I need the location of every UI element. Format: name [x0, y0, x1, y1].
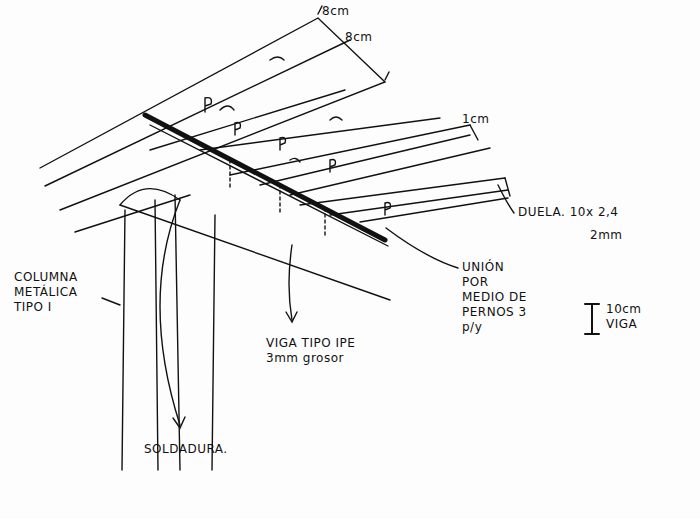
part-name: SOLDADURA. [144, 442, 284, 457]
wood-grain [220, 57, 342, 162]
leader-line [498, 185, 514, 213]
dimension: 8cm [322, 4, 382, 19]
dimension: 10cm VIGA [606, 302, 656, 332]
dimension: 2mm [590, 228, 650, 243]
plank [40, 18, 385, 210]
leader-line [386, 228, 458, 268]
leader-line [102, 298, 120, 305]
dimension: 8cm [345, 30, 405, 45]
part-name: COLUMNA METÁLICA TIPO I [14, 270, 104, 315]
plank-line [45, 40, 350, 186]
connection-note: UNIÓN POR MEDIO DE PERNOS 3 p/y [462, 260, 534, 335]
metal-column [122, 195, 215, 470]
weld-cap [120, 189, 180, 205]
arrowhead [286, 312, 297, 322]
plank [300, 178, 508, 222]
leader-line [160, 200, 180, 425]
leader-line [289, 245, 292, 320]
plank-end [470, 125, 510, 196]
dimension: 1cm [462, 112, 512, 127]
bolt-line [230, 160, 325, 236]
part-name: VIGA TIPO IPE 3mm grosor [266, 336, 386, 366]
bolt-mark [205, 98, 390, 215]
arrowhead [173, 417, 185, 428]
beam-flange [75, 125, 390, 300]
ipe-beam [145, 115, 385, 240]
i-beam-symbol [585, 304, 599, 334]
material-note: DUELA. 10x 2,4 [518, 205, 668, 220]
